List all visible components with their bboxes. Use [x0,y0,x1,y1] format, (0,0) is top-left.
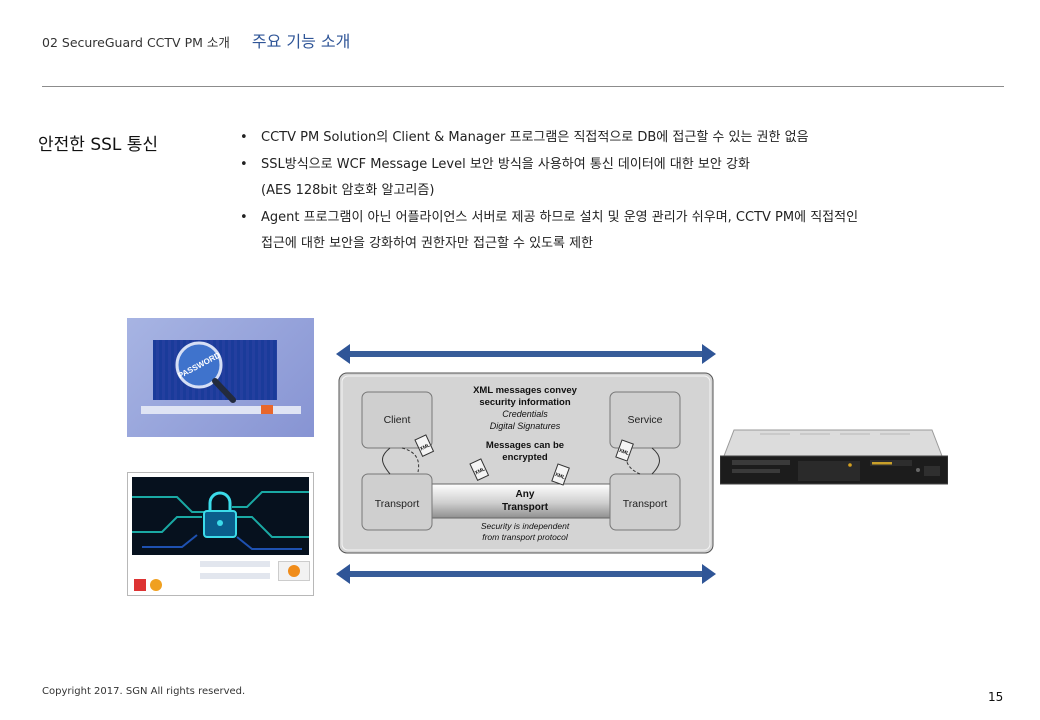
lock-icon [132,491,309,550]
bullet-dot: • [240,156,248,172]
info-line4: Digital Signatures [490,421,561,431]
bullet-text: 접근에 대한 보안을 강화하여 권한자만 접근할 수 있도록 제한 [261,236,594,251]
login-button-icon [261,405,273,414]
info-line3: Credentials [502,409,548,419]
bullet-text: CCTV PM Solution의 Client & Manager 프로그램은… [261,130,809,145]
xml-tag: XML [554,472,566,481]
service-box [609,391,681,449]
magnifier-icon: PASSWORD [175,341,236,403]
bullet-item: • SSL방식으로 WCF Message Level 보안 방식을 사용하여 … [240,155,970,182]
info-icon [150,579,162,591]
header-section: 02 SecureGuard CCTV PM 소개 [42,35,230,50]
bottom-double-arrow [336,564,716,584]
page-number: 15 [988,690,1004,704]
bullet-dot: • [240,130,248,145]
pipe-label-line1: Any [516,489,535,500]
bullet-item: 접근에 대한 보안을 강화하여 권한자만 접근할 수 있도록 제한 [240,234,970,261]
service-label: Service [627,414,662,426]
bullet-text: (AES 128bit 암호화 알고리즘) [261,183,435,198]
ssl-architecture-diagram: Client Service Any Transport Transport T… [336,344,716,584]
bullet-text: SSL방식으로 WCF Message Level 보안 방식을 사용하여 통신… [261,156,750,172]
bullet-item: (AES 128bit 암호화 알고리즘) [240,181,970,208]
xml-document-icon: XML [414,434,435,457]
transport-left-box [361,473,433,531]
xml-tag: XML [618,448,630,457]
bullet-text: Agent 프로그램이 아닌 어플라이언스 서버로 제공 하므로 설치 및 운영… [261,209,859,225]
bullet-dot: • [240,209,248,225]
copyright: Copyright 2017. SGN All rights reserved. [42,686,246,697]
pipe-label-line2: Transport [502,502,549,513]
header-divider [42,86,1004,87]
footnote-line1: Security is independent [481,521,570,531]
xml-document-icon: XML [469,458,490,481]
transport-left-label: Transport [375,498,420,510]
header: 02 SecureGuard CCTV PM 소개 주요 기능 소개 [42,28,350,52]
flow-arcs [382,447,660,475]
section-title: 안전한 SSL 통신 [38,135,159,155]
xml-tag: XML [474,466,486,476]
header-title: 주요 기능 소개 [251,32,351,51]
id-field [200,561,270,567]
bullet-item: • CCTV PM Solution의 Client & Manager 프로그… [240,128,970,155]
encrypt-line1: Messages can be [486,440,564,451]
login-field-bar [141,406,301,414]
login-button [278,561,310,581]
password-field [200,573,270,579]
transport-right-box [609,473,681,531]
top-double-arrow [336,344,716,364]
footnote-line2: from transport protocol [482,532,569,542]
info-line1: XML messages convey [473,385,578,396]
encrypt-line2: encrypted [502,452,548,463]
close-icon [134,579,146,591]
bullet-item: • Agent 프로그램이 아닌 어플라이언스 서버로 제공 하므로 설치 및 … [240,208,970,235]
circuit-lock-screen [132,477,309,555]
xml-document-icon: XML [615,439,634,462]
appliance-server-image [720,429,948,485]
info-line2: security information [479,397,571,408]
password-login-screenshot: PASSWORD [127,318,314,437]
xml-document-icon: XML [551,463,570,486]
secure-login-screenshot [127,472,314,596]
bullet-list: • CCTV PM Solution의 Client & Manager 프로그… [240,128,970,261]
client-label: Client [384,414,411,426]
client-box [361,391,433,449]
xml-tag: XML [419,442,431,452]
transport-right-label: Transport [623,498,668,510]
